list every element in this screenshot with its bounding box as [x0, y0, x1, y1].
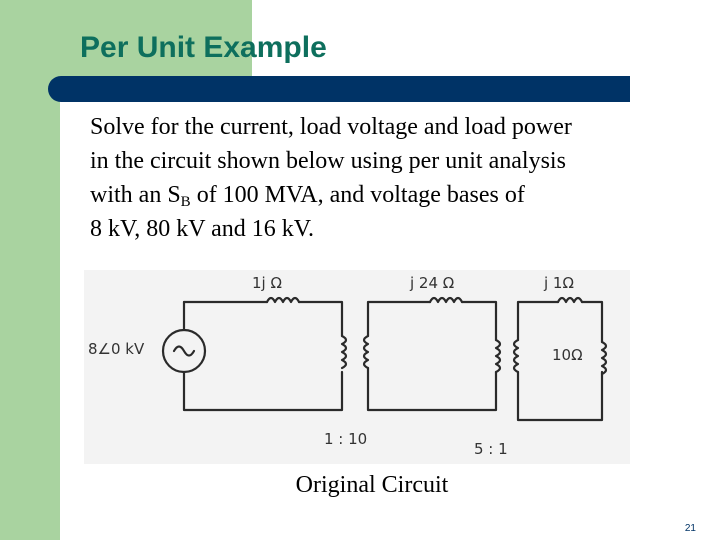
subscript-b: B [180, 194, 191, 210]
problem-line-3: with an SB of 100 MVA, and voltage bases… [90, 178, 690, 212]
slide-title: Per Unit Example [80, 31, 327, 64]
loop2-top-wire-left [366, 300, 432, 338]
loop1-top-wire-right [297, 300, 344, 338]
circuit-diagram: 8∠0 kV 1j Ω j 24 Ω j 1Ω 10Ω 1 : 10 5 : 1 [84, 270, 630, 464]
problem-line-4: 8 kV, 80 kV and 16 kV. [90, 216, 315, 242]
transformer-1-secondary [362, 334, 370, 370]
reactance-2-label: j 24 Ω [409, 274, 454, 292]
problem-line-3-end: of 100 MVA, and voltage bases of [190, 182, 525, 208]
problem-line-1: Solve for the current, load voltage and … [90, 114, 572, 140]
reactance-2-coil [428, 296, 464, 304]
loop3-top-wire-right [580, 300, 604, 344]
slide-number: 21 [684, 523, 696, 534]
loop3-top-wire-left [516, 300, 560, 342]
ac-wave-icon [172, 345, 196, 357]
circuit-drawing: 8∠0 kV 1j Ω j 24 Ω j 1Ω 10Ω 1 : 10 5 : 1 [88, 274, 608, 458]
circuit-caption: Original Circuit [295, 472, 449, 498]
transformer-2-ratio-label: 5 : 1 [474, 440, 508, 458]
reactance-3-coil [556, 296, 584, 304]
loop2-top-wire-right [460, 300, 498, 342]
transformer-2-primary [494, 338, 502, 374]
problem-statement: Solve for the current, load voltage and … [90, 110, 690, 246]
source-voltage-label: 8∠0 kV [88, 340, 145, 358]
problem-line-2: in the circuit shown below using per uni… [90, 148, 566, 174]
voltage-source-icon [161, 328, 207, 374]
transformer-1-primary [340, 334, 348, 370]
load-resistance-label: 10Ω [552, 346, 583, 364]
transformer-2-secondary [512, 338, 520, 374]
loop2-bottom-wire [366, 366, 498, 412]
title-accent-block [60, 0, 252, 78]
reactance-1-coil [265, 296, 301, 304]
reactance-3-label: j 1Ω [543, 274, 574, 292]
loop3-bottom-wire [516, 370, 604, 422]
reactance-1-label: 1j Ω [252, 274, 282, 292]
transformer-1-ratio-label: 1 : 10 [324, 430, 367, 448]
load-resistor [600, 340, 608, 376]
title-underline-bar [48, 76, 630, 102]
loop1-bottom-wire [182, 370, 344, 412]
problem-line-3-start: with an S [90, 182, 181, 208]
